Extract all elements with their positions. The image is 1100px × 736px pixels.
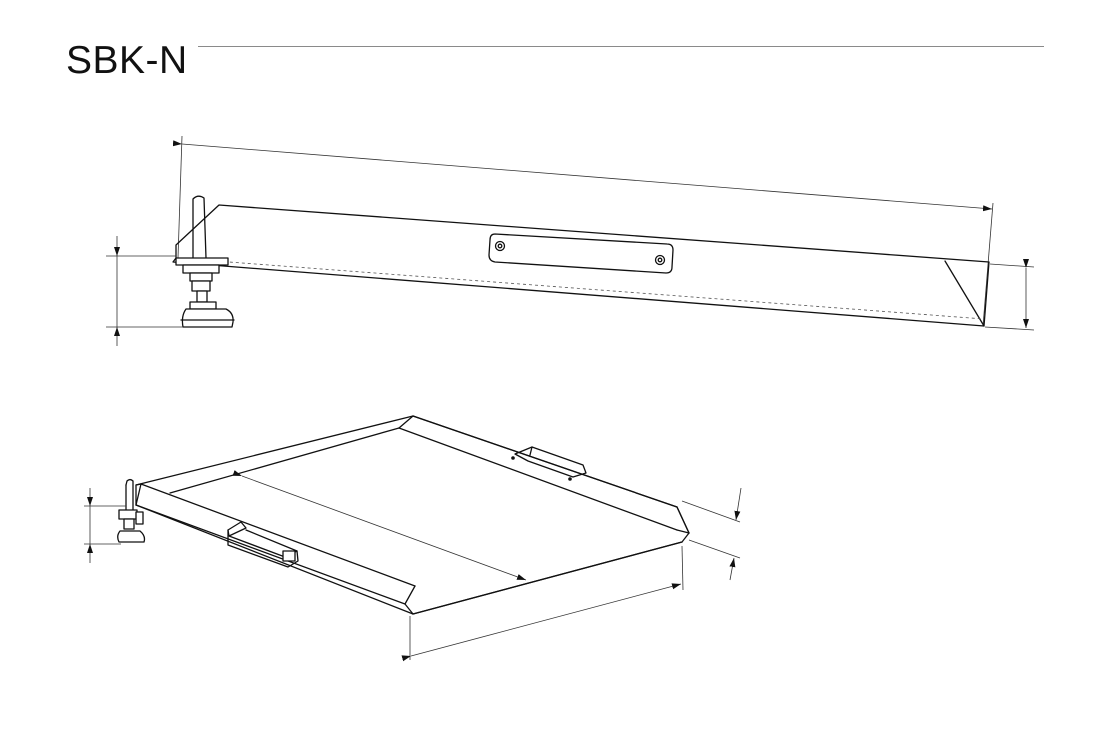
label-plate <box>488 233 674 274</box>
page-title: SBK-N <box>66 39 188 82</box>
side-view <box>106 135 1035 346</box>
handle-rear <box>511 446 587 481</box>
ramp-plate-iso <box>135 415 690 615</box>
length-dimension-top <box>172 135 994 327</box>
diagonal-dimension <box>232 470 527 581</box>
title-rule <box>198 46 1044 47</box>
width-dimension-bottom <box>401 545 684 662</box>
height-dimension-iso-right <box>681 487 742 581</box>
height-dimension-left <box>106 236 183 346</box>
height-dimension-iso-left <box>84 488 126 563</box>
height-dimension-right <box>984 259 1035 331</box>
isometric-view <box>84 415 742 662</box>
adjustable-foot-side <box>175 195 235 328</box>
ramp-plate-side <box>172 204 990 327</box>
adjustable-foot-iso <box>117 478 146 543</box>
